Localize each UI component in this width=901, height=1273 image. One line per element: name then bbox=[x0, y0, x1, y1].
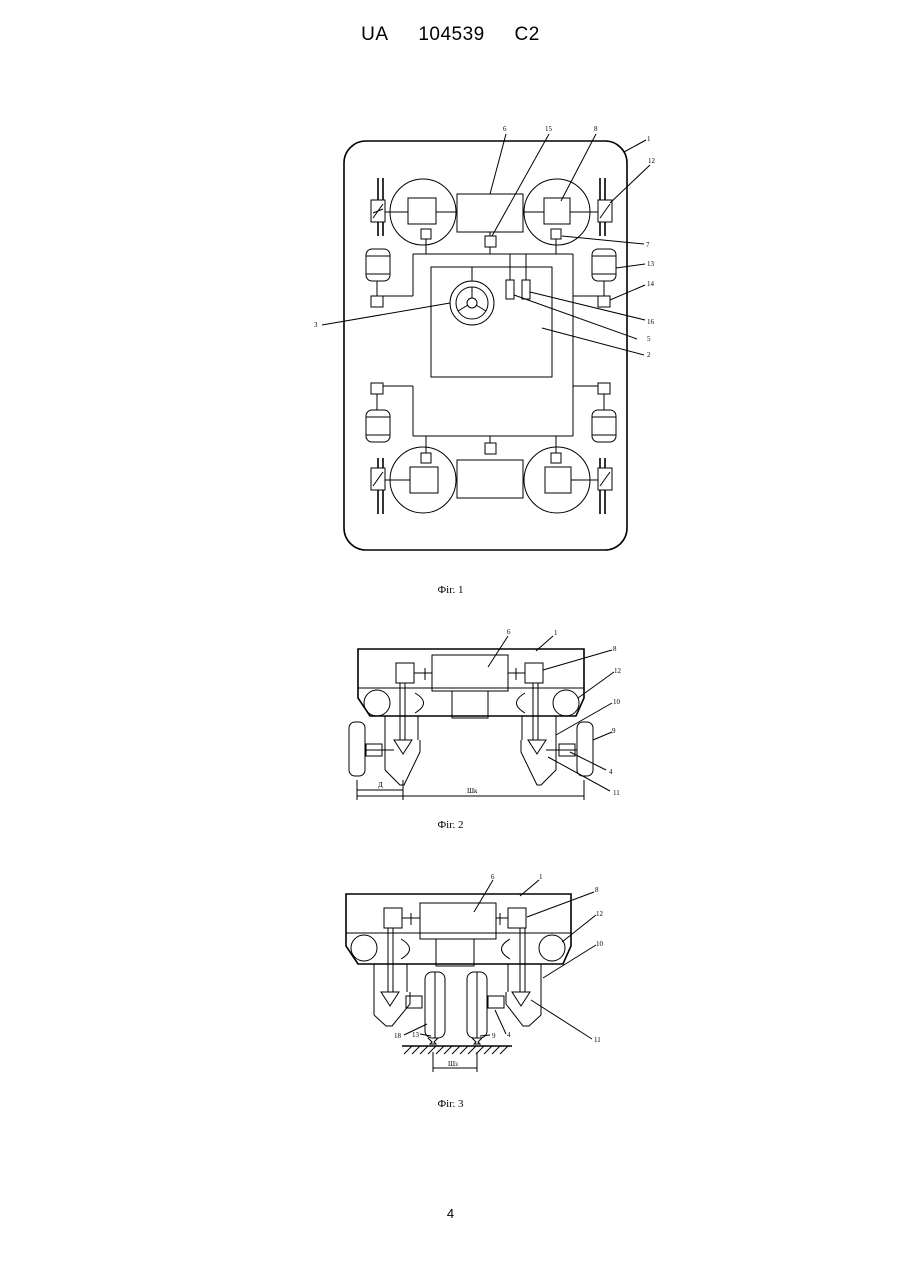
fig2-label: Шк bbox=[467, 787, 478, 795]
figure-2-drawing: 6 1 8 12 10 9 4 11 Д Шк bbox=[349, 628, 622, 800]
fig2-label: 12 bbox=[614, 667, 622, 675]
fig1-label: 5 bbox=[647, 335, 651, 343]
fig3-label: Шз bbox=[448, 1060, 458, 1068]
fig1-label: 14 bbox=[647, 280, 655, 288]
fig1-label: 16 bbox=[647, 318, 655, 326]
fig3-label: 6 bbox=[491, 873, 495, 881]
fig2-label: Д bbox=[378, 781, 383, 789]
fig1-label: 2 bbox=[647, 351, 651, 359]
fig2-label: 4 bbox=[609, 768, 613, 776]
fig2-label: 10 bbox=[613, 698, 621, 706]
figure-1-caption: Фіг. 1 bbox=[0, 584, 901, 596]
fig2-label: 6 bbox=[507, 628, 511, 636]
figure-3-drawing: 6 1 8 12 10 11 18 13 9 4 Шз bbox=[346, 873, 604, 1072]
fig1-label: 7 bbox=[646, 241, 650, 249]
fig3-label: 18 bbox=[394, 1032, 402, 1040]
fig3-label: 4 bbox=[507, 1031, 511, 1039]
fig1-label: 15 bbox=[545, 125, 553, 133]
fig3-label: 13 bbox=[412, 1031, 420, 1039]
fig2-label: 11 bbox=[613, 789, 620, 797]
fig1-label: 3 bbox=[314, 321, 318, 329]
fig2-label: 1 bbox=[554, 629, 558, 637]
fig3-label: 11 bbox=[594, 1036, 601, 1044]
fig3-label: 9 bbox=[492, 1032, 496, 1040]
figure-3-caption: Фіг. 3 bbox=[0, 1098, 901, 1110]
fig3-label: 8 bbox=[595, 886, 599, 894]
fig3-label: 10 bbox=[596, 940, 604, 948]
fig2-label: 8 bbox=[613, 645, 617, 653]
figure-1-drawing: 6 15 8 1 12 7 13 14 3 16 5 2 bbox=[314, 125, 656, 550]
fig1-label: 13 bbox=[647, 260, 655, 268]
fig3-label: 1 bbox=[539, 873, 543, 881]
fig1-label: 1 bbox=[647, 135, 651, 143]
page-number: 4 bbox=[0, 1206, 901, 1221]
fig1-label: 12 bbox=[648, 157, 656, 165]
fig1-label: 6 bbox=[503, 125, 507, 133]
fig2-label: 9 bbox=[612, 727, 616, 735]
fig3-label: 12 bbox=[596, 910, 604, 918]
fig1-label: 8 bbox=[594, 125, 598, 133]
figure-2-caption: Фіг. 2 bbox=[0, 819, 901, 831]
